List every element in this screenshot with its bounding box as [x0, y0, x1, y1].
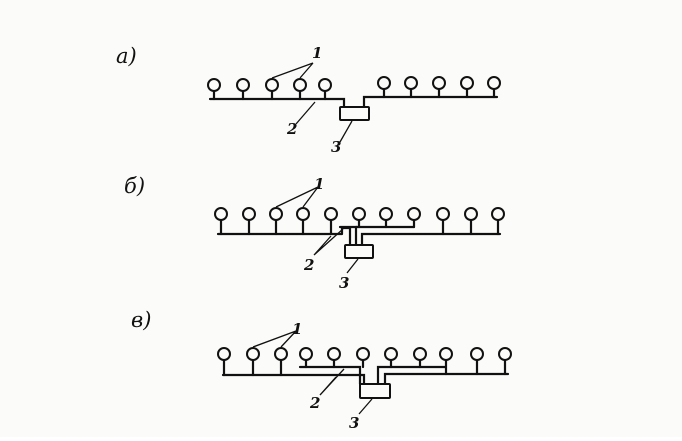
panel-c-lamp-label: 1 — [292, 320, 302, 338]
panel-b-line-label: 2 — [303, 256, 314, 274]
panel-a-right-bus — [362, 95, 499, 109]
panel-b-lamp-leader — [275, 186, 319, 208]
panel-c: в) 1 2 3 — [131, 308, 512, 432]
lamp — [404, 76, 418, 99]
panel-c-line-leader — [319, 368, 345, 396]
lamp — [207, 78, 221, 101]
panel-b-line-leader — [313, 228, 344, 256]
lamp — [407, 207, 421, 229]
panel-a-box-label: 3 — [331, 138, 341, 156]
lamp — [379, 207, 393, 229]
lamp — [318, 78, 332, 101]
lamp — [324, 207, 338, 236]
panel-a-lamp-label: 1 — [312, 44, 322, 62]
panel-b-lamp-label: 1 — [314, 175, 324, 193]
panel-b-box-leader — [346, 258, 359, 274]
panel-a-label: а) — [116, 44, 137, 68]
lamp — [384, 347, 398, 369]
panel-c-right-bus — [383, 372, 510, 386]
lamp — [246, 347, 260, 377]
lamp — [413, 347, 427, 369]
panel-a-left-bus — [208, 97, 346, 109]
panel-a-distribution-box — [339, 106, 370, 121]
lamp — [269, 207, 283, 236]
panel-c-line-label: 2 — [309, 394, 320, 412]
lamp — [470, 347, 484, 376]
panel-c-left-bus — [221, 373, 366, 386]
lamp — [460, 76, 474, 99]
panel-a-lamp-leader — [271, 62, 314, 79]
panel-c-lamp-leader — [252, 330, 297, 348]
lamp — [242, 207, 256, 236]
lamp — [491, 207, 505, 236]
panel-a-lamps — [207, 76, 501, 101]
panel-c-box-label: 3 — [349, 414, 359, 432]
lamp — [327, 347, 341, 369]
lamp — [214, 207, 228, 236]
lamp — [464, 207, 478, 236]
lamp — [265, 78, 279, 101]
panel-c-mid-bus — [298, 365, 362, 386]
lamp — [436, 207, 450, 236]
panel-b-right-bus — [360, 232, 502, 247]
lamp — [299, 347, 313, 369]
panel-a-line-label: 2 — [286, 120, 297, 138]
panel-b-distribution-box — [344, 244, 374, 259]
panel-b-lamps — [214, 207, 505, 236]
lamp — [498, 347, 512, 376]
panel-c-label: в) — [131, 308, 151, 332]
lamp — [352, 207, 366, 229]
lamp — [293, 78, 307, 101]
lamp — [296, 207, 310, 236]
panel-c-upper-right-bus — [376, 365, 447, 386]
panel-b: б) 1 2 3 — [124, 174, 505, 292]
lamp — [377, 76, 391, 99]
panel-c-box-leader — [358, 398, 373, 415]
lamp — [217, 347, 231, 377]
lamp — [356, 347, 370, 369]
lamp — [439, 347, 453, 376]
panel-c-lamps — [217, 347, 512, 377]
panel-b-box-label: 3 — [339, 274, 349, 292]
lamp — [274, 347, 288, 377]
lamp — [432, 76, 446, 99]
lamp — [487, 76, 501, 99]
panel-a: а) 1 2 3 — [116, 44, 501, 156]
panel-c-distribution-box — [359, 383, 391, 399]
panel-a-box-leader — [339, 120, 353, 143]
panel-b-label: б) — [124, 174, 145, 198]
lamp — [236, 78, 250, 101]
panel-a-line-leader — [295, 101, 316, 125]
